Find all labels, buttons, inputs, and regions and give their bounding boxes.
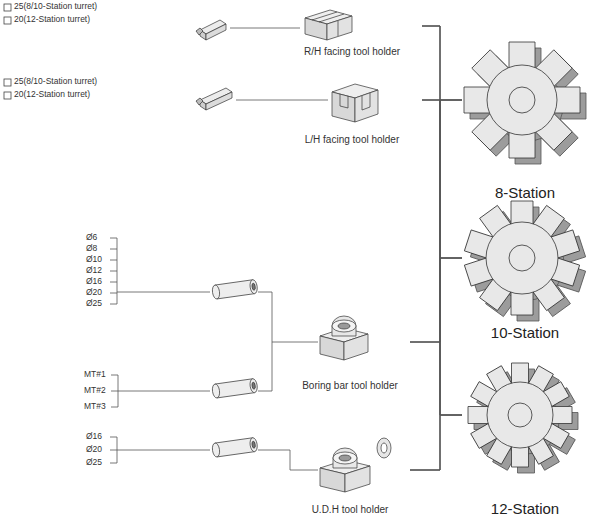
holder-node: 8-Station xyxy=(462,28,588,202)
diameter-label: Ø6 xyxy=(86,233,97,242)
boring-holder-figure xyxy=(320,316,368,360)
connector-line xyxy=(410,258,462,342)
turret-caption: 8-Station xyxy=(493,184,557,202)
connector-line xyxy=(422,100,462,415)
holder-caption: Boring bar tool holder xyxy=(300,380,400,392)
checkbox-square xyxy=(4,4,11,99)
shank-tool xyxy=(196,88,232,110)
diameter-label: MT#2 xyxy=(84,386,106,395)
diameter-label: Ø12 xyxy=(86,266,102,275)
connector-line xyxy=(410,415,462,470)
holder-node: R/H facing tool holder xyxy=(282,4,422,58)
holder-node: 10-Station xyxy=(462,196,588,342)
diameter-label: MT#1 xyxy=(84,370,106,379)
shank-size-label: 25(8/10-Station turret) xyxy=(14,2,97,11)
diameter-label: Ø16 xyxy=(86,277,102,286)
diameter-label: MT#3 xyxy=(84,402,106,411)
rh-holder-figure xyxy=(305,10,352,40)
connector-line xyxy=(410,342,462,415)
connector-line xyxy=(410,258,462,470)
shank-size-label: 25(8/10-Station turret) xyxy=(14,77,97,86)
connector-line xyxy=(422,26,462,258)
diameter-label: Ø20 xyxy=(86,288,102,297)
shank-tool xyxy=(196,20,226,40)
turret-caption: 10-Station xyxy=(489,324,561,342)
holder-node: 12-Station xyxy=(462,358,588,518)
diameter-label: Ø16 xyxy=(86,432,102,441)
connector-line xyxy=(422,26,462,415)
diameter-label: Ø25 xyxy=(86,299,102,308)
holder-caption: R/H facing tool holder xyxy=(302,46,402,58)
holder-node: Boring bar tool holder xyxy=(290,312,410,392)
connector-line xyxy=(410,100,462,470)
turret-caption: 12-Station xyxy=(489,500,561,518)
lh-holder-figure xyxy=(332,84,378,122)
holder-caption: U.D.H tool holder xyxy=(310,504,391,516)
holder-node: U.D.H tool holder xyxy=(290,432,410,516)
diameter-label: Ø25 xyxy=(86,458,102,467)
diameter-label: Ø10 xyxy=(86,255,102,264)
size-bracket xyxy=(110,238,318,470)
sleeve-figure xyxy=(212,279,259,457)
diameter-label: Ø8 xyxy=(86,244,97,253)
shank-size-label: 20(12-Station turret) xyxy=(14,90,90,99)
holder-caption: L/H facing tool holder xyxy=(303,134,402,146)
udh-holder-figure xyxy=(320,438,391,492)
shank-size-label: 20(12-Station turret) xyxy=(14,15,90,24)
holder-node: L/H facing tool holder xyxy=(282,76,422,146)
turret-figure xyxy=(464,42,586,473)
connector-line xyxy=(422,26,462,100)
connector-line xyxy=(410,100,462,342)
connector-line xyxy=(422,100,462,258)
diameter-label: Ø20 xyxy=(86,445,102,454)
